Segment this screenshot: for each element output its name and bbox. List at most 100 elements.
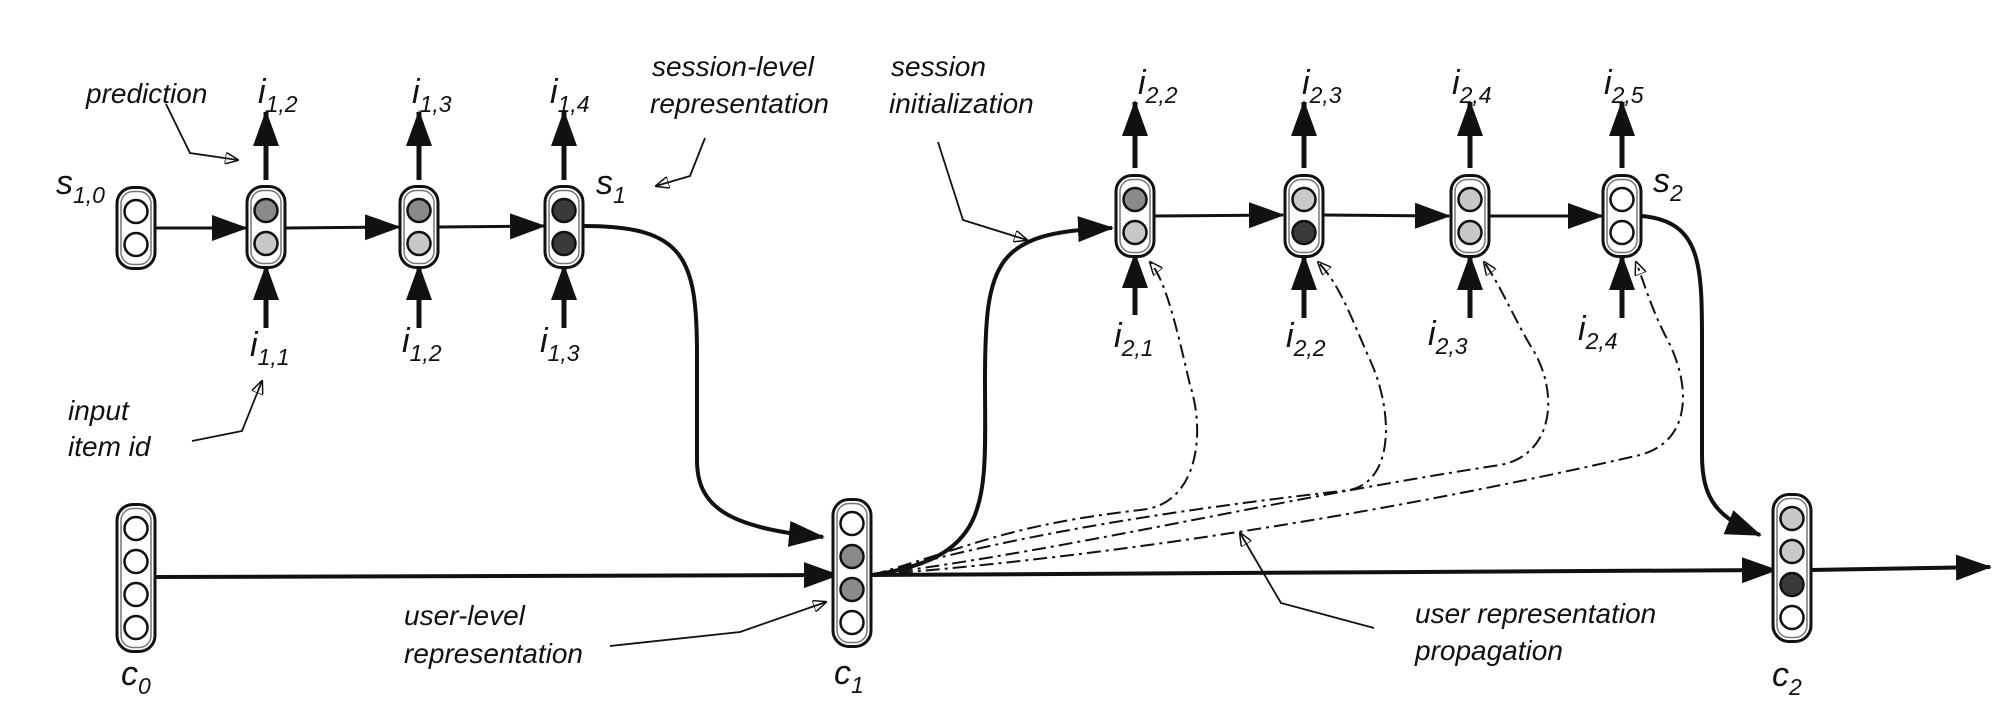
- user-state-label-c0: c0: [121, 655, 151, 699]
- user-propagation-label-line2: propagation: [1414, 635, 1563, 666]
- session1-hidden-state-2: [398, 185, 440, 269]
- session1-units: [115, 185, 585, 270]
- user-state-c2-unit-4: [1779, 604, 1805, 631]
- session1-hidden-state-2-unit-2: [406, 230, 432, 257]
- session2-hidden-state-2-unit-1: [1291, 186, 1317, 213]
- session-initialization-pointer: [937, 141, 1027, 240]
- session2-input-label-2: i2,2: [1286, 317, 1326, 361]
- user-propagation-label-line1: user representation: [1415, 598, 1656, 629]
- session1-hidden-state-2-inner-frame: [403, 189, 435, 265]
- user-state-c0-inner-frame: [120, 507, 152, 649]
- session2-arrow-step1-step2: [1154, 202, 1285, 229]
- connection-layer: [154, 100, 1992, 647]
- session1-hidden-state-3: [543, 185, 585, 269]
- session1-hidden-state-3-unit-2: [551, 230, 577, 257]
- input-item-pointer: [191, 381, 262, 442]
- session-initialization-label-line2: initialization: [889, 88, 1034, 119]
- user-state-c2-unit-1: [1779, 505, 1805, 532]
- propagation-arrow-2: [871, 262, 1387, 576]
- user-chain-arrow-c1-c2: [871, 557, 1778, 584]
- session1-hidden-state-1-inner-frame: [250, 189, 282, 265]
- session1-start-state-unit-2: [123, 231, 149, 258]
- session-level-label-line2: representation: [650, 88, 829, 119]
- session1-hidden-state-3-inner-frame: [548, 189, 580, 265]
- session2-input-label-1: i2,1: [1114, 317, 1154, 361]
- user-state-c0-unit-3: [123, 581, 149, 608]
- session2-hidden-state-2-inner-frame: [1288, 178, 1320, 254]
- user-state-c2-frame: [1771, 493, 1813, 643]
- propagation-arrow-3: [871, 262, 1550, 576]
- session2-hidden-state-3-unit-1: [1457, 186, 1483, 213]
- user-chain-arrow-c0-c1: [154, 562, 840, 589]
- session1-hidden-state-1-unit-1: [253, 197, 279, 224]
- session1-start-state-inner-frame: [120, 190, 152, 266]
- session2-hidden-state-2: [1283, 174, 1325, 258]
- session1-input-label-2: i1,2: [402, 322, 442, 366]
- annotation-text: prediction session-level representation …: [68, 51, 1656, 669]
- user-state-c1-unit-3: [839, 576, 865, 603]
- user-state-c1-frame: [831, 498, 873, 648]
- session1-arrow-step1-step2: [285, 214, 401, 241]
- session-initialization-arrow: [871, 216, 1114, 577]
- session2-end-state-label: s2: [1653, 162, 1683, 206]
- session1-output-label-2: i1,3: [412, 73, 452, 117]
- user-propagation-pointer: [1240, 533, 1375, 629]
- prediction-label: prediction: [85, 78, 207, 109]
- session-initialization-label-line1: session: [891, 51, 986, 82]
- user-state-c1-unit-2: [839, 543, 865, 570]
- session2-hidden-state-4-unit-2: [1609, 219, 1635, 246]
- prediction-pointer: [165, 103, 238, 160]
- user-level-label-line1: user-level: [404, 600, 526, 631]
- user-state-c2-inner-frame: [1776, 497, 1808, 639]
- user-state-c0: [115, 503, 157, 653]
- user-state-c0-unit-2: [123, 548, 149, 575]
- session1-hidden-state-2-unit-1: [406, 197, 432, 224]
- session2-hidden-state-1: [1114, 174, 1156, 258]
- session2-hidden-state-1-inner-frame: [1119, 178, 1151, 254]
- user-state-c1-unit-1: [839, 510, 865, 537]
- session1-start-state-label: s1,0: [56, 164, 105, 208]
- session2-hidden-state-1-unit-1: [1122, 186, 1148, 213]
- session2-hidden-state-4-inner-frame: [1606, 178, 1638, 254]
- session2-input-label-3: i2,3: [1428, 315, 1468, 359]
- session2-output-label-1: i2,2: [1138, 64, 1178, 108]
- session1-arrow-step2-step3: [438, 213, 546, 240]
- user-state-c0-unit-1: [123, 515, 149, 542]
- session1-start-state: [115, 186, 157, 270]
- user-state-c2-unit-3: [1779, 571, 1805, 598]
- session2-hidden-state-3: [1449, 174, 1491, 258]
- session1-hidden-state-1-unit-2: [253, 230, 279, 257]
- session2-hidden-state-4: [1601, 174, 1643, 258]
- session1-input-label-1: i1,1: [250, 326, 290, 370]
- session2-arrow-step2-step3: [1323, 202, 1451, 229]
- user-level-label-line2: representation: [404, 638, 583, 669]
- session1-to-user-arrow: [583, 224, 825, 547]
- user-units: [115, 493, 1813, 653]
- user-state-c0-unit-4: [123, 614, 149, 641]
- user-state-c2-unit-2: [1779, 538, 1805, 565]
- propagation-arrow-1: [871, 262, 1199, 576]
- session1-start-state-unit-1: [123, 198, 149, 225]
- user-state-c1: [831, 498, 873, 648]
- session2-output-label-2: i2,3: [1302, 64, 1342, 108]
- session1-output-label-3: i1,4: [550, 73, 590, 117]
- session2-units: [1114, 174, 1643, 258]
- variable-labels: s1,0 s1 i1,2 i1,3 i1,4 i1,1 i1,2 i1,3 s2…: [56, 64, 1802, 700]
- session2-hidden-state-3-inner-frame: [1454, 178, 1486, 254]
- session1-end-state-label: s1: [596, 164, 626, 208]
- input-item-label-line1: input: [68, 395, 130, 426]
- session2-output-label-3: i2,4: [1452, 64, 1492, 108]
- user-chain-arrow-c2-out: [1809, 554, 1992, 581]
- session2-input-label-4: i2,4: [1578, 310, 1618, 354]
- input-item-label-line2: item id: [68, 431, 152, 462]
- session2-hidden-state-4-unit-1: [1609, 186, 1635, 213]
- session1-output-label-1: i1,2: [258, 73, 298, 117]
- session2-hidden-state-3-unit-2: [1457, 219, 1483, 246]
- user-state-label-c1: c1: [834, 654, 864, 698]
- user-level-pointer: [609, 602, 826, 647]
- session1-input-label-3: i1,3: [540, 322, 580, 366]
- session-level-label-line1: session-level: [652, 51, 815, 82]
- user-state-c2: [1771, 493, 1813, 643]
- session2-hidden-state-1-unit-2: [1122, 219, 1148, 246]
